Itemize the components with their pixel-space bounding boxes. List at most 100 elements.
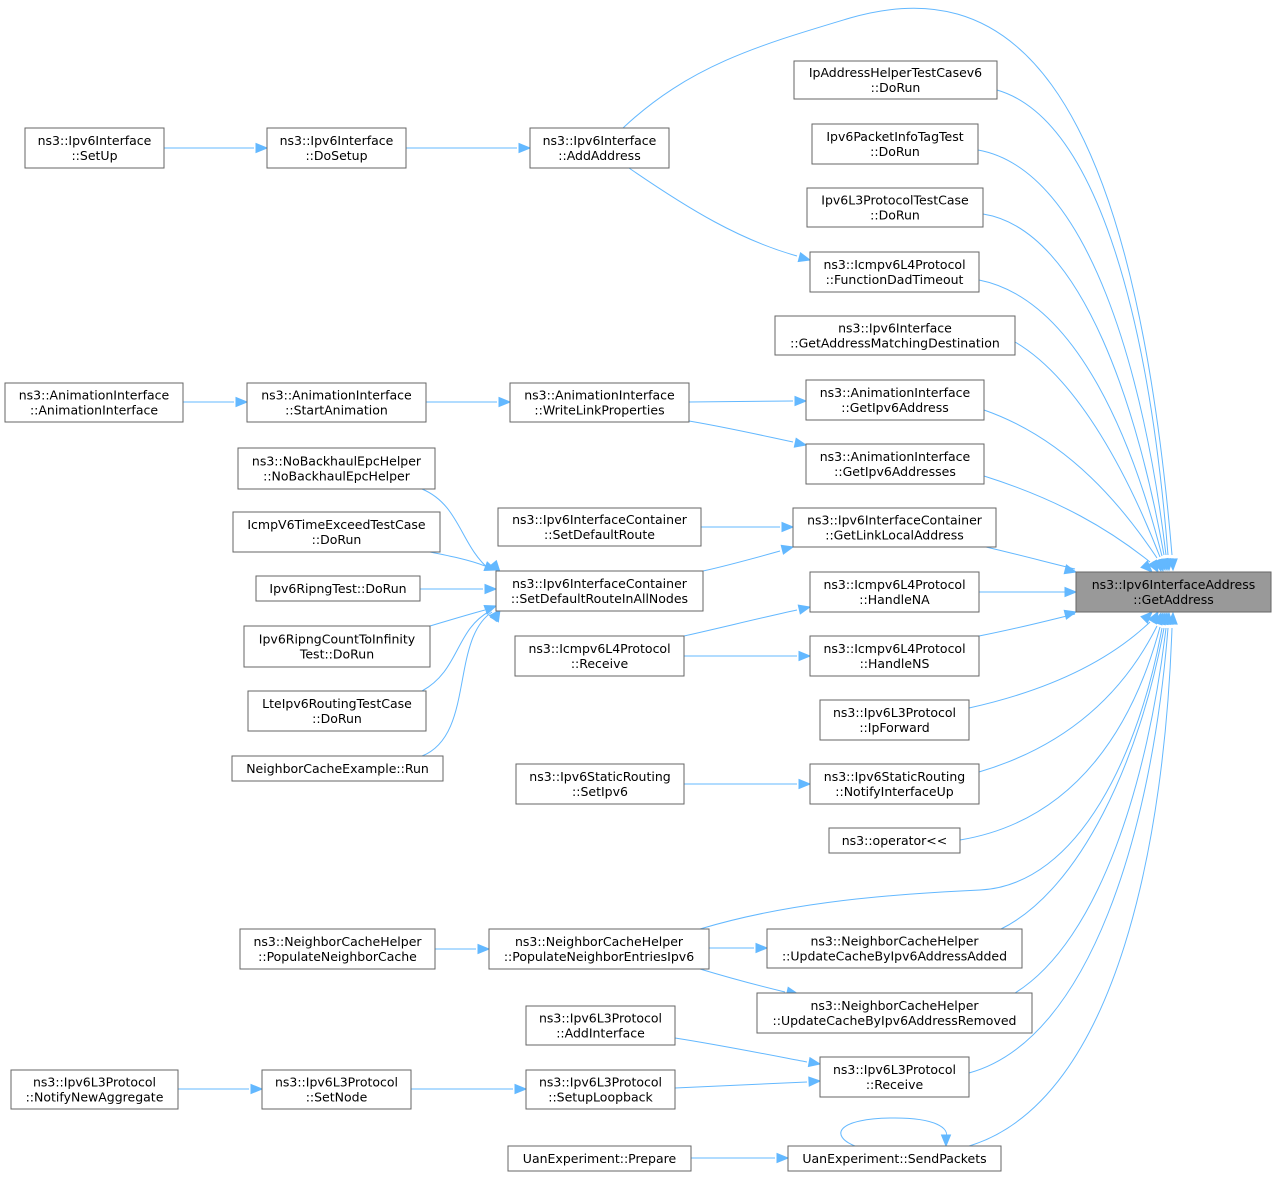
- node-label: ::AnimationInterface: [30, 403, 158, 418]
- node-box: [766, 928, 1023, 969]
- node-label: ::SetDefaultRouteInAllNodes: [511, 591, 688, 606]
- edge-l3receive-target: [968, 627, 1169, 1074]
- node-icmp-receive[interactable]: ns3::Icmpv6L4Protocol::Receive: [514, 635, 685, 677]
- edge-setup-dosetup-arrowhead: [255, 142, 269, 154]
- node-set-def-route-all[interactable]: ns3::Ipv6InterfaceContainer::SetDefaultR…: [495, 570, 704, 612]
- node-box: [525, 1069, 676, 1110]
- node-box: [10, 1069, 179, 1110]
- edge-setuploop-l3receive-arrowhead: [808, 1076, 822, 1087]
- node-send-packets[interactable]: UanExperiment::SendPackets: [787, 1145, 1002, 1172]
- node-write-link[interactable]: ns3::AnimationInterface::WriteLinkProper…: [509, 382, 690, 423]
- edge-icmpreceive-handlena-arrowhead: [797, 604, 812, 615]
- node-set-node[interactable]: ns3::Ipv6L3Protocol::SetNode: [261, 1069, 412, 1110]
- node-lte-routing[interactable]: LteIpv6RoutingTestCase::DoRun: [247, 690, 427, 732]
- node-box: [529, 127, 670, 169]
- node-label: ::DoRun: [871, 80, 921, 95]
- node-label: ::DoRun: [312, 711, 362, 726]
- edge-addaddress-dadtimeout-arrowhead: [797, 251, 812, 263]
- node-label: ::GetIpv6Addresses: [834, 464, 956, 479]
- node-pktinfo[interactable]: Ipv6PacketInfoTagTest::DoRun: [811, 123, 979, 165]
- node-label: LteIpv6RoutingTestCase: [262, 696, 412, 711]
- node-l3test[interactable]: Ipv6L3ProtocolTestCase::DoRun: [806, 187, 984, 228]
- node-box: [237, 447, 436, 490]
- edge-notifyifup-target: [978, 625, 1158, 773]
- node-ip-forward[interactable]: ns3::Ipv6L3Protocol::IpForward: [819, 699, 970, 741]
- node-label: ::AddInterface: [556, 1026, 645, 1041]
- node-ripng-test[interactable]: Ipv6RipngTest::DoRun: [255, 575, 421, 602]
- node-l3-receive[interactable]: ns3::Ipv6L3Protocol::Receive: [819, 1056, 970, 1098]
- node-pop-entries[interactable]: ns3::NeighborCacheHelper::PopulateNeighb…: [488, 928, 710, 970]
- edge-sendpackets-target-arrowhead: [1167, 611, 1178, 625]
- node-box: [1075, 571, 1272, 613]
- node-label: ::FunctionDadTimeout: [826, 272, 964, 287]
- node-no-backhaul[interactable]: ns3::NoBackhaulEpcHelper::NoBackhaulEpcH…: [237, 447, 436, 490]
- node-get-addr-match[interactable]: ns3::Ipv6Interface::GetAddressMatchingDe…: [774, 315, 1016, 356]
- node-box: [819, 1056, 970, 1098]
- node-box: [231, 755, 444, 782]
- node-box: [806, 187, 984, 228]
- node-pop-cache[interactable]: ns3::NeighborCacheHelper::PopulateNeighb…: [239, 928, 436, 970]
- node-label: ::NotifyInterfaceUp: [835, 784, 953, 799]
- edge-neighborex-setdefrouteall-arrowhead: [489, 608, 501, 623]
- node-label: ns3::Ipv6InterfaceContainer: [807, 513, 983, 528]
- node-label: ns3::AnimationInterface: [261, 388, 412, 403]
- edge-dadtimeout-target: [978, 279, 1163, 557]
- node-label: ns3::Ipv6Interface: [543, 133, 657, 148]
- node-box: [809, 571, 980, 613]
- node-start-anim[interactable]: ns3::AnimationInterface::StartAnimation: [246, 382, 427, 423]
- node-get-ipv6-addrs[interactable]: ns3::AnimationInterface::GetIpv6Addresse…: [805, 443, 985, 485]
- node-box: [828, 827, 961, 854]
- node-upd-removed[interactable]: ns3::NeighborCacheHelper::UpdateCacheByI…: [756, 992, 1033, 1034]
- node-op-shift[interactable]: ns3::operator<<: [828, 827, 961, 854]
- edge-dosetup-addaddress-arrowhead: [518, 142, 532, 154]
- node-label: ns3::operator<<: [842, 833, 948, 848]
- node-box: [514, 635, 685, 677]
- node-target[interactable]: ns3::Ipv6InterfaceAddress::GetAddress: [1075, 571, 1272, 613]
- node-neighbor-ex[interactable]: NeighborCacheExample::Run: [231, 755, 444, 782]
- node-label: ns3::Ipv6L3Protocol: [539, 1075, 662, 1090]
- node-label: UanExperiment::SendPackets: [802, 1151, 986, 1166]
- edge-ripngcount-setdefrouteall: [429, 609, 486, 627]
- node-add-interface[interactable]: ns3::Ipv6L3Protocol::AddInterface: [525, 1005, 676, 1046]
- node-uan-prepare[interactable]: UanExperiment::Prepare: [507, 1145, 692, 1172]
- edge-updadded-target: [1000, 627, 1165, 930]
- node-get-ipv6-addr[interactable]: ns3::AnimationInterface::GetIpv6Address: [805, 379, 985, 421]
- node-add-address[interactable]: ns3::Ipv6Interface::AddAddress: [529, 127, 670, 169]
- node-setup-loop[interactable]: ns3::Ipv6L3Protocol::SetupLoopback: [525, 1069, 676, 1110]
- node-dad-timeout[interactable]: ns3::Icmpv6L4Protocol::FunctionDadTimeou…: [809, 251, 980, 293]
- node-set-up[interactable]: ns3::Ipv6Interface::SetUp: [24, 127, 165, 169]
- node-get-link-local[interactable]: ns3::Ipv6InterfaceContainer::GetLinkLoca…: [792, 507, 997, 548]
- node-label: ns3::NeighborCacheHelper: [810, 998, 979, 1013]
- node-label: ns3::Ipv6InterfaceContainer: [512, 512, 688, 527]
- edge-neighborex-setdefrouteall: [421, 611, 493, 757]
- edge-notifyagg-setnode-arrowhead: [250, 1083, 264, 1095]
- node-do-setup[interactable]: ns3::Ipv6Interface::DoSetup: [266, 127, 407, 169]
- node-upd-added[interactable]: ns3::NeighborCacheHelper::UpdateCacheByI…: [766, 928, 1023, 969]
- node-set-def-route[interactable]: ns3::Ipv6InterfaceContainer::SetDefaultR…: [497, 507, 702, 547]
- node-handle-n-s[interactable]: ns3::Icmpv6L4Protocol::HandleNS: [809, 635, 980, 677]
- node-set-ipv6[interactable]: ns3::Ipv6StaticRouting::SetIpv6: [515, 763, 685, 805]
- node-label: ns3::Icmpv6L4Protocol: [823, 577, 965, 592]
- node-label: ns3::NoBackhaulEpcHelper: [252, 454, 422, 469]
- node-label: ns3::Ipv6StaticRouting: [529, 769, 670, 784]
- node-label: Ipv6RipngCountToInfinity: [259, 632, 416, 647]
- node-handle-n-a[interactable]: ns3::Icmpv6L4Protocol::HandleNA: [809, 571, 980, 613]
- node-notify-if-up[interactable]: ns3::Ipv6StaticRouting::NotifyInterfaceU…: [809, 763, 980, 805]
- node-label: IpAddressHelperTestCasev6: [809, 65, 982, 80]
- node-label: ::IpForward: [859, 720, 929, 735]
- node-box: [515, 763, 685, 805]
- edge-setipv6-notifyifup-arrowhead: [798, 778, 812, 790]
- node-label: ::HandleNS: [860, 656, 930, 671]
- node-box: [793, 60, 998, 100]
- edge-animiface-startanim-arrowhead: [235, 396, 249, 408]
- node-icmp-time-exceed[interactable]: IcmpV6TimeExceedTestCase::DoRun: [232, 511, 441, 553]
- node-ipaddr[interactable]: IpAddressHelperTestCasev6::DoRun: [793, 60, 998, 100]
- node-label: ::SetupLoopback: [548, 1090, 653, 1105]
- node-label: ns3::Ipv6L3Protocol: [539, 1011, 662, 1026]
- node-label: ::GetAddress: [1133, 592, 1213, 607]
- node-anim-iface[interactable]: ns3::AnimationInterface::AnimationInterf…: [4, 382, 184, 423]
- node-notify-agg[interactable]: ns3::Ipv6L3Protocol::NotifyNewAggregate: [10, 1069, 179, 1110]
- node-label: ns3::AnimationInterface: [19, 388, 170, 403]
- node-box: [495, 570, 704, 612]
